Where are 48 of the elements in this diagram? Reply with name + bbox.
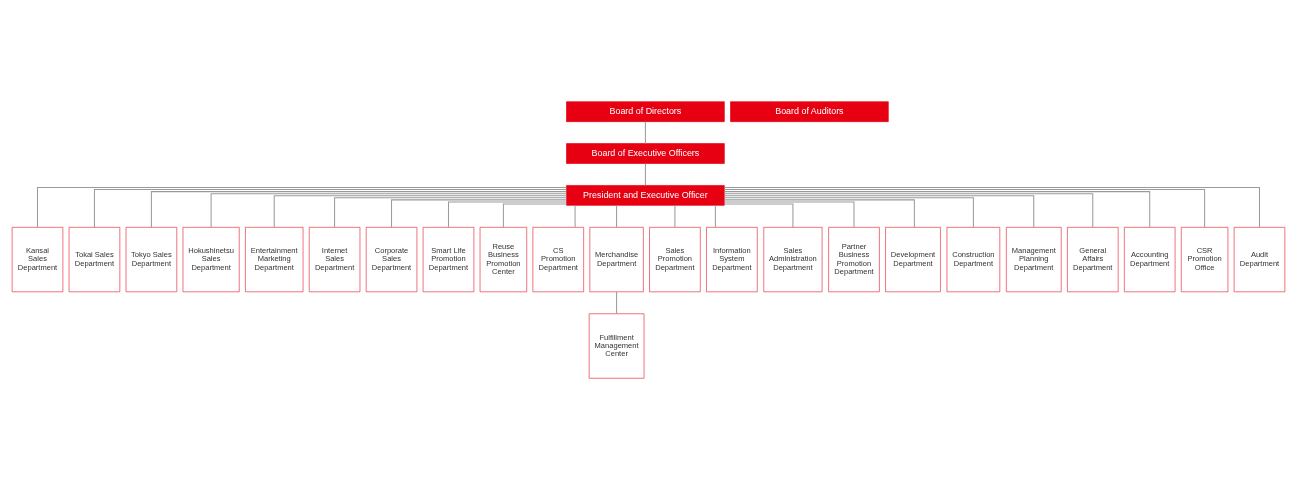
- node-box: Merchandise Department: [589, 226, 644, 292]
- connector: [502, 202, 568, 228]
- node-box: Reuse Business Promotion Center: [479, 226, 528, 292]
- node-box: Information System Department: [706, 226, 758, 292]
- connector: [723, 196, 974, 228]
- connector: [574, 204, 576, 228]
- node-box: Development Department: [885, 226, 941, 292]
- node-box: Kansai Sales Department: [11, 226, 64, 292]
- node-box: Corporate Sales Department: [365, 226, 418, 292]
- connector: [210, 192, 567, 228]
- node-box: President and Executive Officer: [566, 184, 725, 206]
- connector: [644, 120, 646, 144]
- connector: [391, 198, 567, 228]
- node-box: Audit Department: [1233, 226, 1286, 292]
- node-box: Tokyo Sales Department: [125, 226, 178, 292]
- node-box: Sales Promotion Department: [649, 226, 701, 292]
- connector: [723, 202, 794, 228]
- node-box: CSR Promotion Office: [1180, 226, 1229, 292]
- connector: [674, 204, 676, 228]
- connector: [723, 194, 1035, 228]
- connector: [644, 162, 646, 186]
- connector: [334, 196, 567, 228]
- connector: [150, 190, 567, 228]
- node-box: Board of Directors: [566, 100, 725, 122]
- node-box: Fulfillment Management Center: [588, 312, 645, 379]
- node-box: CS Promotion Department: [532, 226, 584, 292]
- connector: [447, 200, 567, 228]
- node-box: Tokai Sales Department: [68, 226, 121, 292]
- node-box: Board of Auditors: [730, 100, 889, 122]
- connector: [723, 192, 1094, 228]
- node-box: General Affairs Department: [1067, 226, 1119, 292]
- connector: [616, 204, 618, 228]
- connector: [273, 194, 567, 228]
- node-box: Smart Life Promotion Department: [422, 226, 475, 292]
- connector: [616, 291, 618, 314]
- node-box: Internet Sales Department: [308, 226, 361, 292]
- node-box: Accounting Department: [1124, 226, 1176, 292]
- node-box: Partner Business Promotion Department: [828, 226, 880, 292]
- node-box: Hokushinetsu Sales Department: [182, 226, 240, 292]
- node-box: Sales Administration Department: [763, 226, 823, 292]
- connector: [723, 198, 915, 228]
- connector: [723, 190, 1151, 228]
- connector: [724, 200, 855, 228]
- node-box: Entertainment Marketing Department: [245, 226, 304, 292]
- node-box: Board of Executive Officers: [566, 142, 725, 164]
- connector: [714, 204, 716, 228]
- node-box: Management Planning Department: [1005, 226, 1062, 292]
- node-box: Construction Department: [946, 226, 1001, 292]
